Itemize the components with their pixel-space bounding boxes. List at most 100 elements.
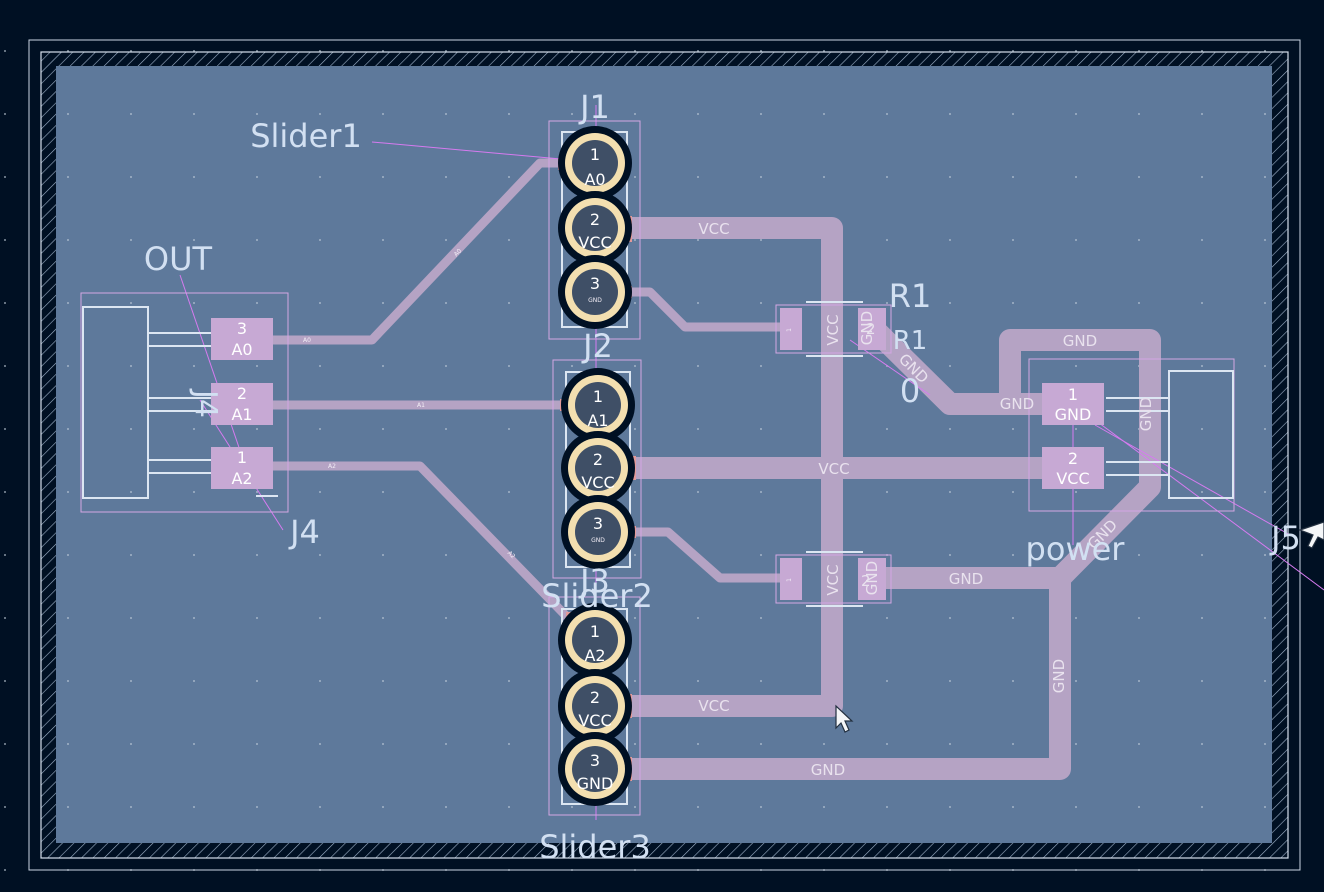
label-gnd-loop-right: GND (1137, 397, 1155, 431)
silk-labels: J1 J2 J3 Slider1 Slider2 Slider3 OUT J4 … (144, 88, 1301, 866)
j3-pad-1[interactable]: 1 A2 (558, 603, 632, 677)
track-gnd-r2[interactable] (615, 567, 1071, 780)
track-gnd-loop[interactable] (999, 329, 1161, 589)
arrow-cursor-icon (835, 704, 854, 733)
j4-pad-1[interactable]: 3 A0 (211, 318, 273, 360)
j5-pins (1106, 397, 1169, 476)
r1-pad-2-net: GND (858, 311, 876, 345)
r2-pad-2-num: 2 (861, 572, 871, 590)
r1-pad-2[interactable] (858, 308, 886, 350)
connector-j4[interactable]: 3 A0 2 A1 1 A2 J4 (80, 292, 289, 513)
j1-pad-2-net: VCC (578, 233, 611, 252)
r1-pad-2-num: 2 (866, 320, 876, 338)
label-gnd-vertical: GND (1050, 659, 1068, 693)
j1-pad-2[interactable]: 2 VCC (558, 191, 632, 265)
j4-pad-2[interactable]: 2 A1 (211, 383, 273, 425)
j2-pad-2-net: VCC (581, 473, 614, 492)
j1-pad-3[interactable]: 3 GND (558, 255, 632, 329)
j2-pad-2-num: 2 (593, 450, 603, 469)
j4-pad-2-net: A1 (231, 405, 252, 424)
j1-pad-1-num: 1 (590, 145, 600, 164)
value-slider1: Slider1 (250, 117, 362, 155)
value-power: power (1026, 530, 1126, 568)
r1-courtyard (775, 304, 892, 354)
track-gnd-r1[interactable] (861, 316, 1086, 415)
j3-pad-3-net: GND (577, 774, 614, 793)
connector-j1[interactable]: 1 A0 2 VCC 3 GND (548, 120, 641, 340)
j5-pad-1-num: 1 (1068, 385, 1078, 404)
ratsnest-slider1 (371, 141, 573, 161)
j4-pad-2-num: 2 (237, 384, 247, 403)
j1-pad-1[interactable]: 1 A0 (558, 126, 632, 200)
j1-pad-3-num: 3 (590, 274, 600, 293)
j3-pad-1-net: A2 (584, 646, 605, 665)
r1-pad-1-num: 1 (786, 328, 793, 332)
j4-pad-3[interactable]: 1 A2 (211, 447, 273, 489)
j2-pad-3-num: 3 (593, 514, 603, 533)
ratsnest-j5-b (1094, 424, 1291, 536)
label-gnd-r2: GND (949, 570, 983, 588)
resistor-r1[interactable]: 1 GND 2 VCC (775, 301, 892, 357)
value-out: OUT (144, 240, 213, 278)
r2-pad-2-net: GND (863, 561, 881, 595)
ref-j2: J2 (581, 327, 613, 365)
j2-pad-1-num: 1 (593, 387, 603, 406)
j3-pad-2[interactable]: 2 VCC (558, 669, 632, 743)
j5-pad-2[interactable]: 2 VCC (1042, 447, 1104, 489)
label-a2-diag: A2 (506, 550, 517, 561)
r2-courtyard (775, 554, 892, 604)
value-slider2: Slider2 (541, 577, 653, 615)
connector-j5[interactable]: 1 GND 2 VCC (1028, 358, 1235, 512)
j2-pad-1[interactable]: 1 A1 (560, 368, 635, 442)
j4-pad-1-num: 3 (237, 319, 247, 338)
j3-pad-1-num: 1 (590, 622, 600, 641)
connector-j2[interactable]: 1 A1 2 VCC 3 GND (552, 359, 642, 579)
j4-pad-3-num: 1 (237, 448, 247, 467)
j4-pad-1-net: A0 (231, 340, 252, 359)
label-vcc-mid: VCC (818, 460, 849, 478)
r2-silk (806, 551, 863, 607)
tracks (267, 158, 1161, 780)
r2-pad-2[interactable] (858, 558, 886, 600)
ref-j3: J3 (578, 562, 610, 600)
j3-pad-2-net: VCC (578, 711, 611, 730)
j1-pad-3-net: GND (588, 297, 602, 304)
label-a0-diag: A0 (453, 248, 464, 259)
label-a1-small: A1 (417, 402, 425, 409)
j4-pins (148, 332, 278, 497)
ref-j4: J4 (288, 513, 320, 551)
j5-pad-1[interactable]: 1 GND (1042, 383, 1104, 425)
j1-pad-1-net: A0 (584, 170, 605, 189)
j5-pad-2-net: VCC (1056, 469, 1089, 488)
label-gnd-j5: GND (1000, 395, 1034, 413)
r2-pad-1[interactable] (780, 558, 802, 600)
j5-housing (1168, 370, 1234, 499)
ref-j5: J5 (1269, 519, 1301, 557)
track-j2-pin3[interactable] (621, 527, 795, 583)
track-a0[interactable] (267, 158, 577, 345)
j1-courtyard (548, 120, 641, 340)
j5-pad-1-net: GND (1055, 405, 1092, 424)
connector-j3[interactable]: 1 A2 2 VCC 3 GND (548, 596, 641, 816)
value-slider3: Slider3 (539, 828, 651, 866)
j4-ref-rotated: J4 (188, 388, 223, 418)
ref-j1: J1 (578, 88, 610, 126)
label-vcc-top: VCC (698, 220, 729, 238)
j4-housing (82, 306, 149, 499)
arrow-cursor-icon-secondary (1298, 521, 1324, 549)
track-j1-pin3[interactable] (621, 287, 795, 332)
label-gnd-bottom: GND (811, 761, 845, 779)
j2-pad-2[interactable]: 2 VCC (561, 431, 636, 505)
j2-courtyard (552, 359, 642, 579)
r1-silk (806, 301, 863, 357)
track-a2[interactable] (267, 461, 577, 627)
j2-pad-3[interactable]: 3 GND (561, 495, 636, 569)
ratsnest-out (179, 274, 246, 466)
r1-pad-1[interactable] (780, 308, 802, 350)
j2-pad-3-net: GND (591, 537, 605, 544)
j3-pad-3[interactable]: 3 GND (558, 732, 632, 806)
resistor-r2[interactable]: 1 GND 2 VCC (775, 551, 892, 607)
j3-courtyard (548, 596, 641, 816)
label-a0-small: A0 (303, 337, 311, 344)
